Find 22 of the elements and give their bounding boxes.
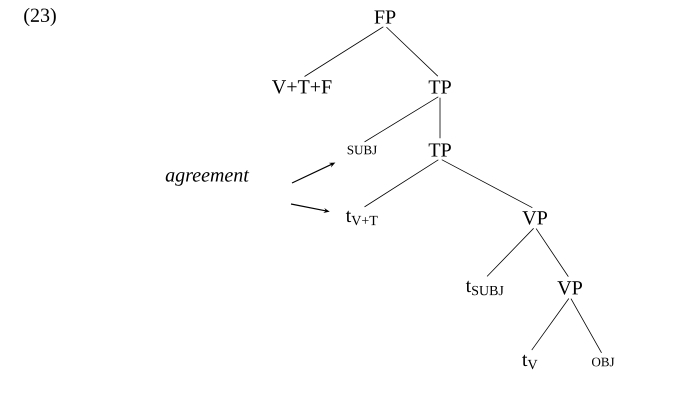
tree-label: t$_{V+T}$ [346, 210, 378, 226]
tree-label: SUBJ [348, 146, 377, 154]
tree-label: V+T+F [272, 80, 332, 94]
tree-label: VP [522, 211, 547, 225]
example-number: (23) [24, 8, 56, 26]
branch-line [364, 159, 439, 208]
annotation-text: agreement [166, 170, 250, 186]
tree-label: TP [428, 80, 451, 94]
branch-line [441, 159, 533, 208]
branch-line [364, 96, 439, 142]
tree-label: TP [428, 143, 451, 157]
tree-label: t$_{SUBJ}$ [466, 280, 504, 296]
branch-line [486, 228, 534, 277]
branch-line [570, 298, 602, 354]
tree-label: VP [557, 281, 582, 295]
branch-line [536, 228, 569, 277]
branch-line [386, 26, 438, 77]
tree-label: t$_{V}$ [522, 354, 538, 370]
tree-label: FP [374, 10, 396, 24]
branch-line [304, 26, 384, 77]
branch-line [531, 298, 570, 350]
tree-label: OBJ [592, 358, 614, 366]
